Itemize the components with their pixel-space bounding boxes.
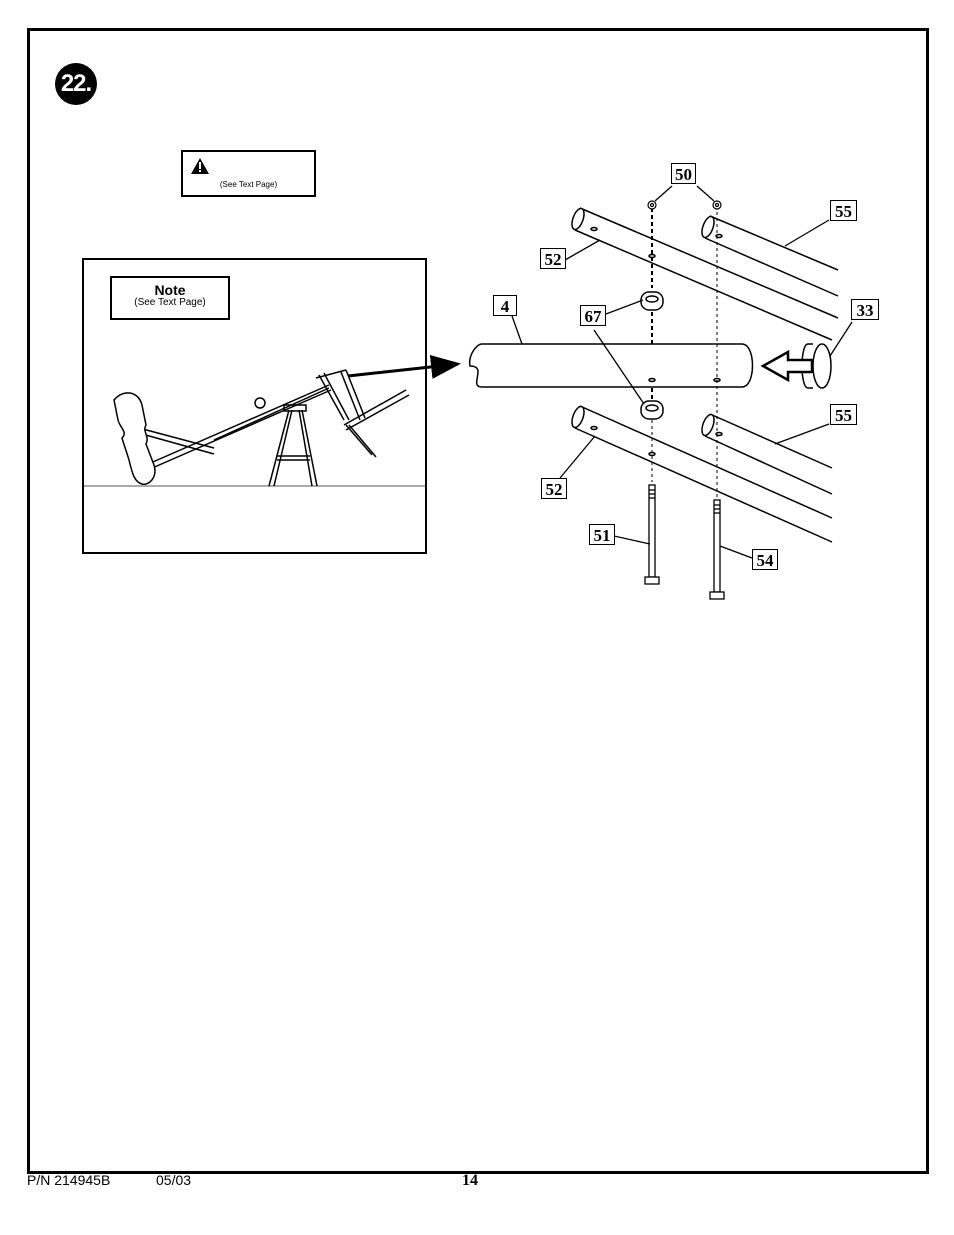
callout-54: 54 [752, 549, 778, 570]
warning-box: (See Text Page) [181, 150, 316, 197]
warning-triangle-icon [191, 158, 209, 174]
bolt-51 [644, 484, 660, 585]
insertion-arrow [760, 349, 814, 383]
callout-50: 50 [671, 163, 696, 184]
step-number-badge: 22. [55, 63, 97, 105]
tube-55-bottom [701, 413, 833, 495]
spacer-67-bottom [640, 400, 664, 420]
tube-55-top [701, 215, 839, 297]
page-frame [27, 28, 929, 1174]
inset-pointer-arrow [347, 354, 461, 379]
spacer-67-top [640, 291, 664, 311]
callout-52-bottom: 52 [541, 478, 567, 499]
callout-67: 67 [580, 305, 606, 326]
sawhorse-drawing [268, 404, 318, 487]
warning-subtext: (See Text Page) [219, 180, 278, 189]
callout-33: 33 [851, 299, 879, 320]
callout-55-bottom: 55 [830, 404, 857, 425]
callout-52-top: 52 [540, 248, 566, 269]
handle-pad-drawing [113, 392, 156, 486]
nut-50-right [712, 200, 722, 210]
leader-lines [511, 185, 853, 559]
footer-part-number: P/N 214945B [27, 1172, 111, 1188]
main-tube-4 [468, 343, 754, 388]
nut-50-left [647, 200, 657, 210]
bolt-54 [709, 499, 725, 600]
note-subtext: (See Text Page) [134, 297, 206, 308]
callout-55-top: 55 [830, 200, 857, 221]
tube-52-top [571, 207, 840, 341]
note-box: Note (See Text Page) [110, 276, 230, 320]
tube-assembly-drawing [138, 369, 410, 470]
footer-page-number: 14 [462, 1172, 478, 1189]
inset-illustration: Note (See Text Page) [82, 258, 427, 554]
callout-51: 51 [589, 524, 615, 545]
inset-drawing [84, 369, 425, 487]
footer-date: 05/03 [156, 1172, 192, 1188]
note-title: Note [154, 282, 186, 298]
tube-52-bottom [571, 405, 833, 543]
alignment-lines-thin [651, 212, 718, 500]
callout-4: 4 [493, 295, 517, 316]
